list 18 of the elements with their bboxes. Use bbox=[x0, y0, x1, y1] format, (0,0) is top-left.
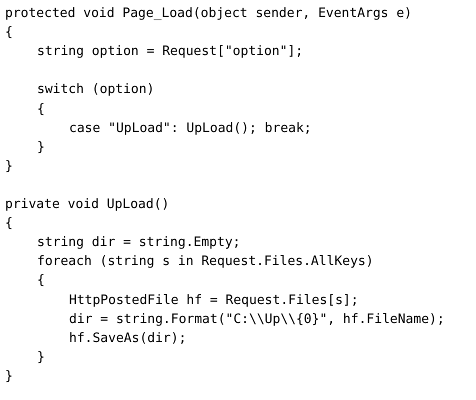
code-line: dir = string.Format("C:\\Up\\{0}", hf.FileName); bbox=[69, 310, 445, 328]
code-line: { bbox=[37, 100, 45, 118]
code-line: } bbox=[5, 368, 13, 385]
code-line: } bbox=[37, 348, 45, 366]
code-line: HttpPostedFile hf = Request.Files[s]; bbox=[69, 292, 359, 308]
code-line: protected void Page_Load(object sender, EventArgs e) bbox=[5, 5, 412, 22]
code-line: { bbox=[5, 24, 13, 42]
code-line: } bbox=[37, 138, 45, 156]
code-line: private void UpLoad() bbox=[5, 196, 170, 213]
code-line: foreach (string s in Request.Files.AllKeys) bbox=[37, 253, 374, 270]
code-line: case "UpLoad": UpLoad(); break; bbox=[69, 120, 312, 137]
code-line: hf.SaveAs(dir); bbox=[69, 330, 186, 347]
code-line: { bbox=[5, 215, 13, 232]
code-line: { bbox=[37, 272, 45, 290]
code-line: } bbox=[5, 158, 13, 175]
code-line: string dir = string.Empty; bbox=[37, 234, 240, 252]
code-line: switch (option) bbox=[37, 81, 154, 98]
code-line: string option = Request["option"]; bbox=[37, 43, 304, 60]
